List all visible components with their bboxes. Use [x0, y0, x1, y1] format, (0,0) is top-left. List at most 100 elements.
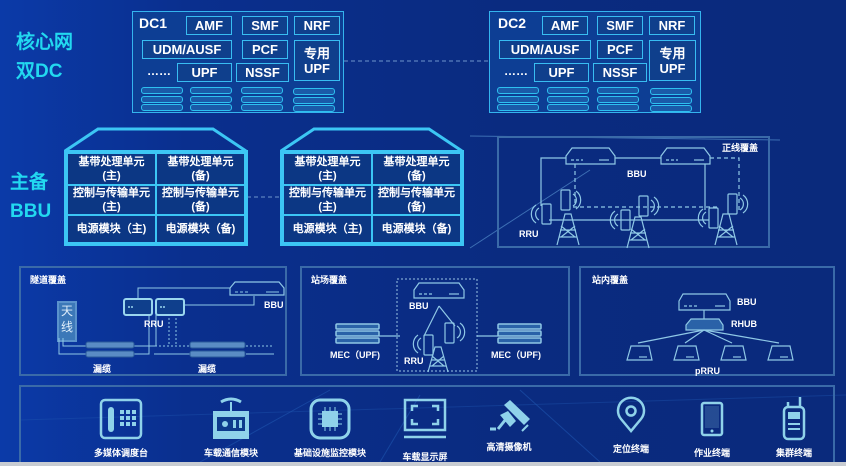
tunnel-topology — [58, 281, 285, 358]
prru-device-icon — [626, 345, 653, 361]
dc1-more: …… — [147, 64, 171, 78]
station-yard-rru-label: RRU — [404, 356, 424, 366]
indoor-prru-label: pRRU — [695, 366, 720, 376]
chip-icon — [309, 398, 351, 440]
dc1-label: DC1 — [139, 15, 168, 31]
phone-dispatch-icon — [99, 398, 143, 440]
terminal-item: 车载通信模块 — [176, 397, 286, 459]
dc1-server-icon — [190, 87, 232, 111]
dc2-nrf: NRF — [649, 16, 695, 35]
terminal-label: 高清摄像机 — [486, 442, 532, 452]
dc2-udm-ausf: UDM/AUSF — [499, 40, 591, 59]
dc2-server-icon — [547, 87, 589, 111]
mec-label: MEC（UPF) — [491, 350, 541, 360]
antenna-icon: 天 线 — [57, 301, 77, 342]
terminal-label: 车载显示屏 — [402, 452, 448, 462]
terminal-item: 高清摄像机 — [454, 397, 564, 453]
camera-icon — [490, 400, 530, 432]
core-title-line1: 核心网 — [16, 32, 74, 53]
dc1-amf: AMF — [186, 16, 232, 35]
station-yard-topology — [335, 278, 542, 373]
core-network-title: 核心网 双DC — [16, 28, 73, 86]
dc1-server-icon — [241, 87, 283, 111]
bbu-roof-icon — [64, 127, 247, 153]
mec-label: MEC（UPF) — [330, 350, 380, 360]
bbu-cell: 基带处理单元 (主) — [283, 153, 372, 185]
terminal-label: 基础设施监控模块 — [293, 448, 366, 458]
tower-icon — [714, 213, 738, 246]
prru-device-icon — [673, 345, 700, 361]
tower-icon — [556, 213, 580, 246]
tunnel-coverage-panel: 隧道覆盖 天 线 — [19, 266, 287, 376]
indoor-bbu-label: BBU — [737, 297, 757, 307]
dc-links — [247, 60, 489, 198]
bbu-device-icon — [229, 281, 285, 296]
tower-icon — [427, 346, 449, 373]
dc2-pcf: PCF — [597, 40, 643, 59]
leaky-cable-label: 漏缆 — [93, 364, 112, 374]
dc2-nssf: NSSF — [593, 63, 647, 82]
dc1-dedicated-upf: 专用 UPF — [294, 40, 340, 81]
terminal-item: 多媒体调度台 — [66, 397, 176, 459]
bbu-device-icon — [413, 282, 465, 299]
bbu-title: 主备 BBU — [10, 168, 51, 226]
leaky-cable-icon — [85, 341, 246, 358]
tower-icon — [626, 216, 650, 249]
station-yard-coverage-panel: 站场覆盖 — [300, 266, 570, 376]
dc1-nssf: NSSF — [236, 63, 289, 82]
dc1-pcf: PCF — [242, 40, 288, 59]
bbu-cell: 电源模块（主) — [67, 215, 156, 243]
bbu-cell: 电源模块（主) — [283, 215, 372, 243]
mainline-bbu-label: BBU — [627, 169, 647, 179]
mainline-coverage-panel: 正线覆盖 — [497, 136, 770, 249]
terminal-item: 基础设施监控模块 — [275, 397, 385, 459]
tunnel-title: 隧道覆盖 — [30, 275, 67, 285]
terminals-panel: 多媒体调度台 车载通信模块 基础设施监控模块 — [19, 385, 835, 462]
bbu-cell: 控制与传输单元 (备) — [156, 185, 245, 215]
bbu-cell: 控制与传输单元 (备) — [372, 185, 461, 215]
dc1-server-icon — [293, 88, 335, 112]
prru-device-icon — [720, 345, 747, 361]
mainline-title: 正线覆盖 — [721, 143, 758, 153]
tunnel-rru-label: RRU — [144, 319, 164, 329]
terminal-label: 多媒体调度台 — [93, 448, 148, 458]
mainline-topology — [530, 147, 749, 249]
core-title-line2: 双DC — [16, 61, 63, 82]
bbu-device-icon — [565, 147, 616, 165]
bbu-title-line2: BBU — [10, 201, 52, 222]
station-yard-title: 站场覆盖 — [311, 275, 348, 285]
indoor-topology — [626, 293, 794, 361]
bbu-2-grid: 基带处理单元 (主) 基带处理单元 (备) 控制与传输单元 (主) 控制与传输单… — [280, 150, 464, 246]
prru-device-icon — [767, 345, 794, 361]
indoor-title: 站内覆盖 — [592, 275, 629, 285]
dc1-smf: SMF — [242, 16, 288, 35]
bbu-cell: 电源模块（备) — [372, 215, 461, 243]
dc1-server-icon — [141, 87, 183, 111]
dc1-box: DC1 AMF SMF NRF UDM/AUSF PCF 专用 UPF …… U… — [132, 11, 344, 113]
dc2-smf: SMF — [597, 16, 643, 35]
handheld-icon — [700, 401, 724, 437]
mainline-rru-label: RRU — [519, 229, 539, 239]
rru-device-icon — [123, 298, 185, 316]
dc1-upf: UPF — [177, 63, 232, 82]
bbu-1-grid: 基带处理单元 (主) 基带处理单元 (备) 控制与传输单元 (主) 控制与传输单… — [64, 150, 248, 246]
station-yard-dotted-zone — [396, 278, 478, 372]
bbu-cell: 控制与传输单元 (主) — [283, 185, 372, 215]
bbu-title-line1: 主备 — [10, 172, 49, 193]
terminal-item: 定位终端 — [576, 396, 686, 455]
terminal-item: 集群终端 — [739, 395, 846, 459]
bbu-cell: 控制与传输单元 (主) — [67, 185, 156, 215]
dc2-box: DC2 AMF SMF NRF UDM/AUSF PCF 专用 UPF …… U… — [489, 11, 701, 113]
dc2-dedicated-upf: 专用 UPF — [649, 40, 696, 81]
terminal-label: 集群终端 — [775, 448, 812, 458]
leaky-cable-label: 漏缆 — [198, 364, 217, 374]
terminal-item: 车载显示屏 — [370, 397, 480, 462]
bbu-cell: 电源模块（备) — [156, 215, 245, 243]
bbu-cell: 基带处理单元 (备) — [156, 153, 245, 185]
radio-module-icon — [213, 397, 249, 439]
terminal-label: 作业终端 — [693, 448, 730, 458]
dc2-server-icon — [597, 87, 639, 111]
dc2-more: …… — [504, 64, 528, 78]
bbu-device-icon — [678, 293, 731, 311]
